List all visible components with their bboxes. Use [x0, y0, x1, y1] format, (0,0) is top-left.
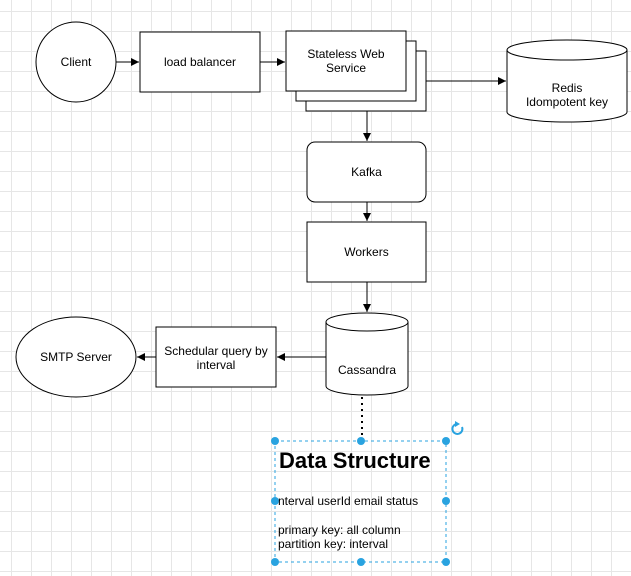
cassandra-node[interactable] [325, 312, 409, 396]
resize-handle[interactable] [271, 558, 279, 566]
redis-label: Redis Idompotent key [525, 81, 609, 109]
resize-handle[interactable] [442, 497, 450, 505]
resize-handle[interactable] [442, 558, 450, 566]
workers-label: Workers [344, 245, 389, 259]
rotate-icon[interactable] [451, 421, 464, 435]
selection-box[interactable] [271, 437, 450, 566]
smtp-node[interactable] [15, 316, 137, 398]
scheduler-node[interactable] [155, 326, 277, 388]
workers-node[interactable] [306, 221, 427, 283]
resize-handle[interactable] [357, 558, 365, 566]
scheduler-label: Schedular query by interval [164, 344, 268, 372]
smtp-label: SMTP Server [40, 350, 112, 364]
resize-handle[interactable] [442, 437, 450, 445]
load-balancer-node[interactable] [139, 31, 261, 93]
data-structure-fields: nterval userId email status [278, 494, 419, 508]
resize-handle[interactable] [271, 497, 279, 505]
data-structure-title: Data Structure [279, 448, 431, 473]
resize-handle[interactable] [357, 437, 365, 445]
load-balancer-label: load balancer [163, 55, 237, 69]
client-label: Client [60, 55, 92, 69]
web-service-node[interactable] [285, 30, 427, 112]
cassandra-label: Cassandra [337, 363, 397, 377]
kafka-label: Kafka [351, 165, 382, 179]
data-structure-partition-key: partition key: interval [278, 537, 389, 551]
redis-node[interactable] [506, 39, 628, 123]
resize-handle[interactable] [271, 437, 279, 445]
data-structure-primary-key: primary key: all column [278, 523, 401, 537]
web-service-label: Stateless Web Service [307, 47, 385, 75]
